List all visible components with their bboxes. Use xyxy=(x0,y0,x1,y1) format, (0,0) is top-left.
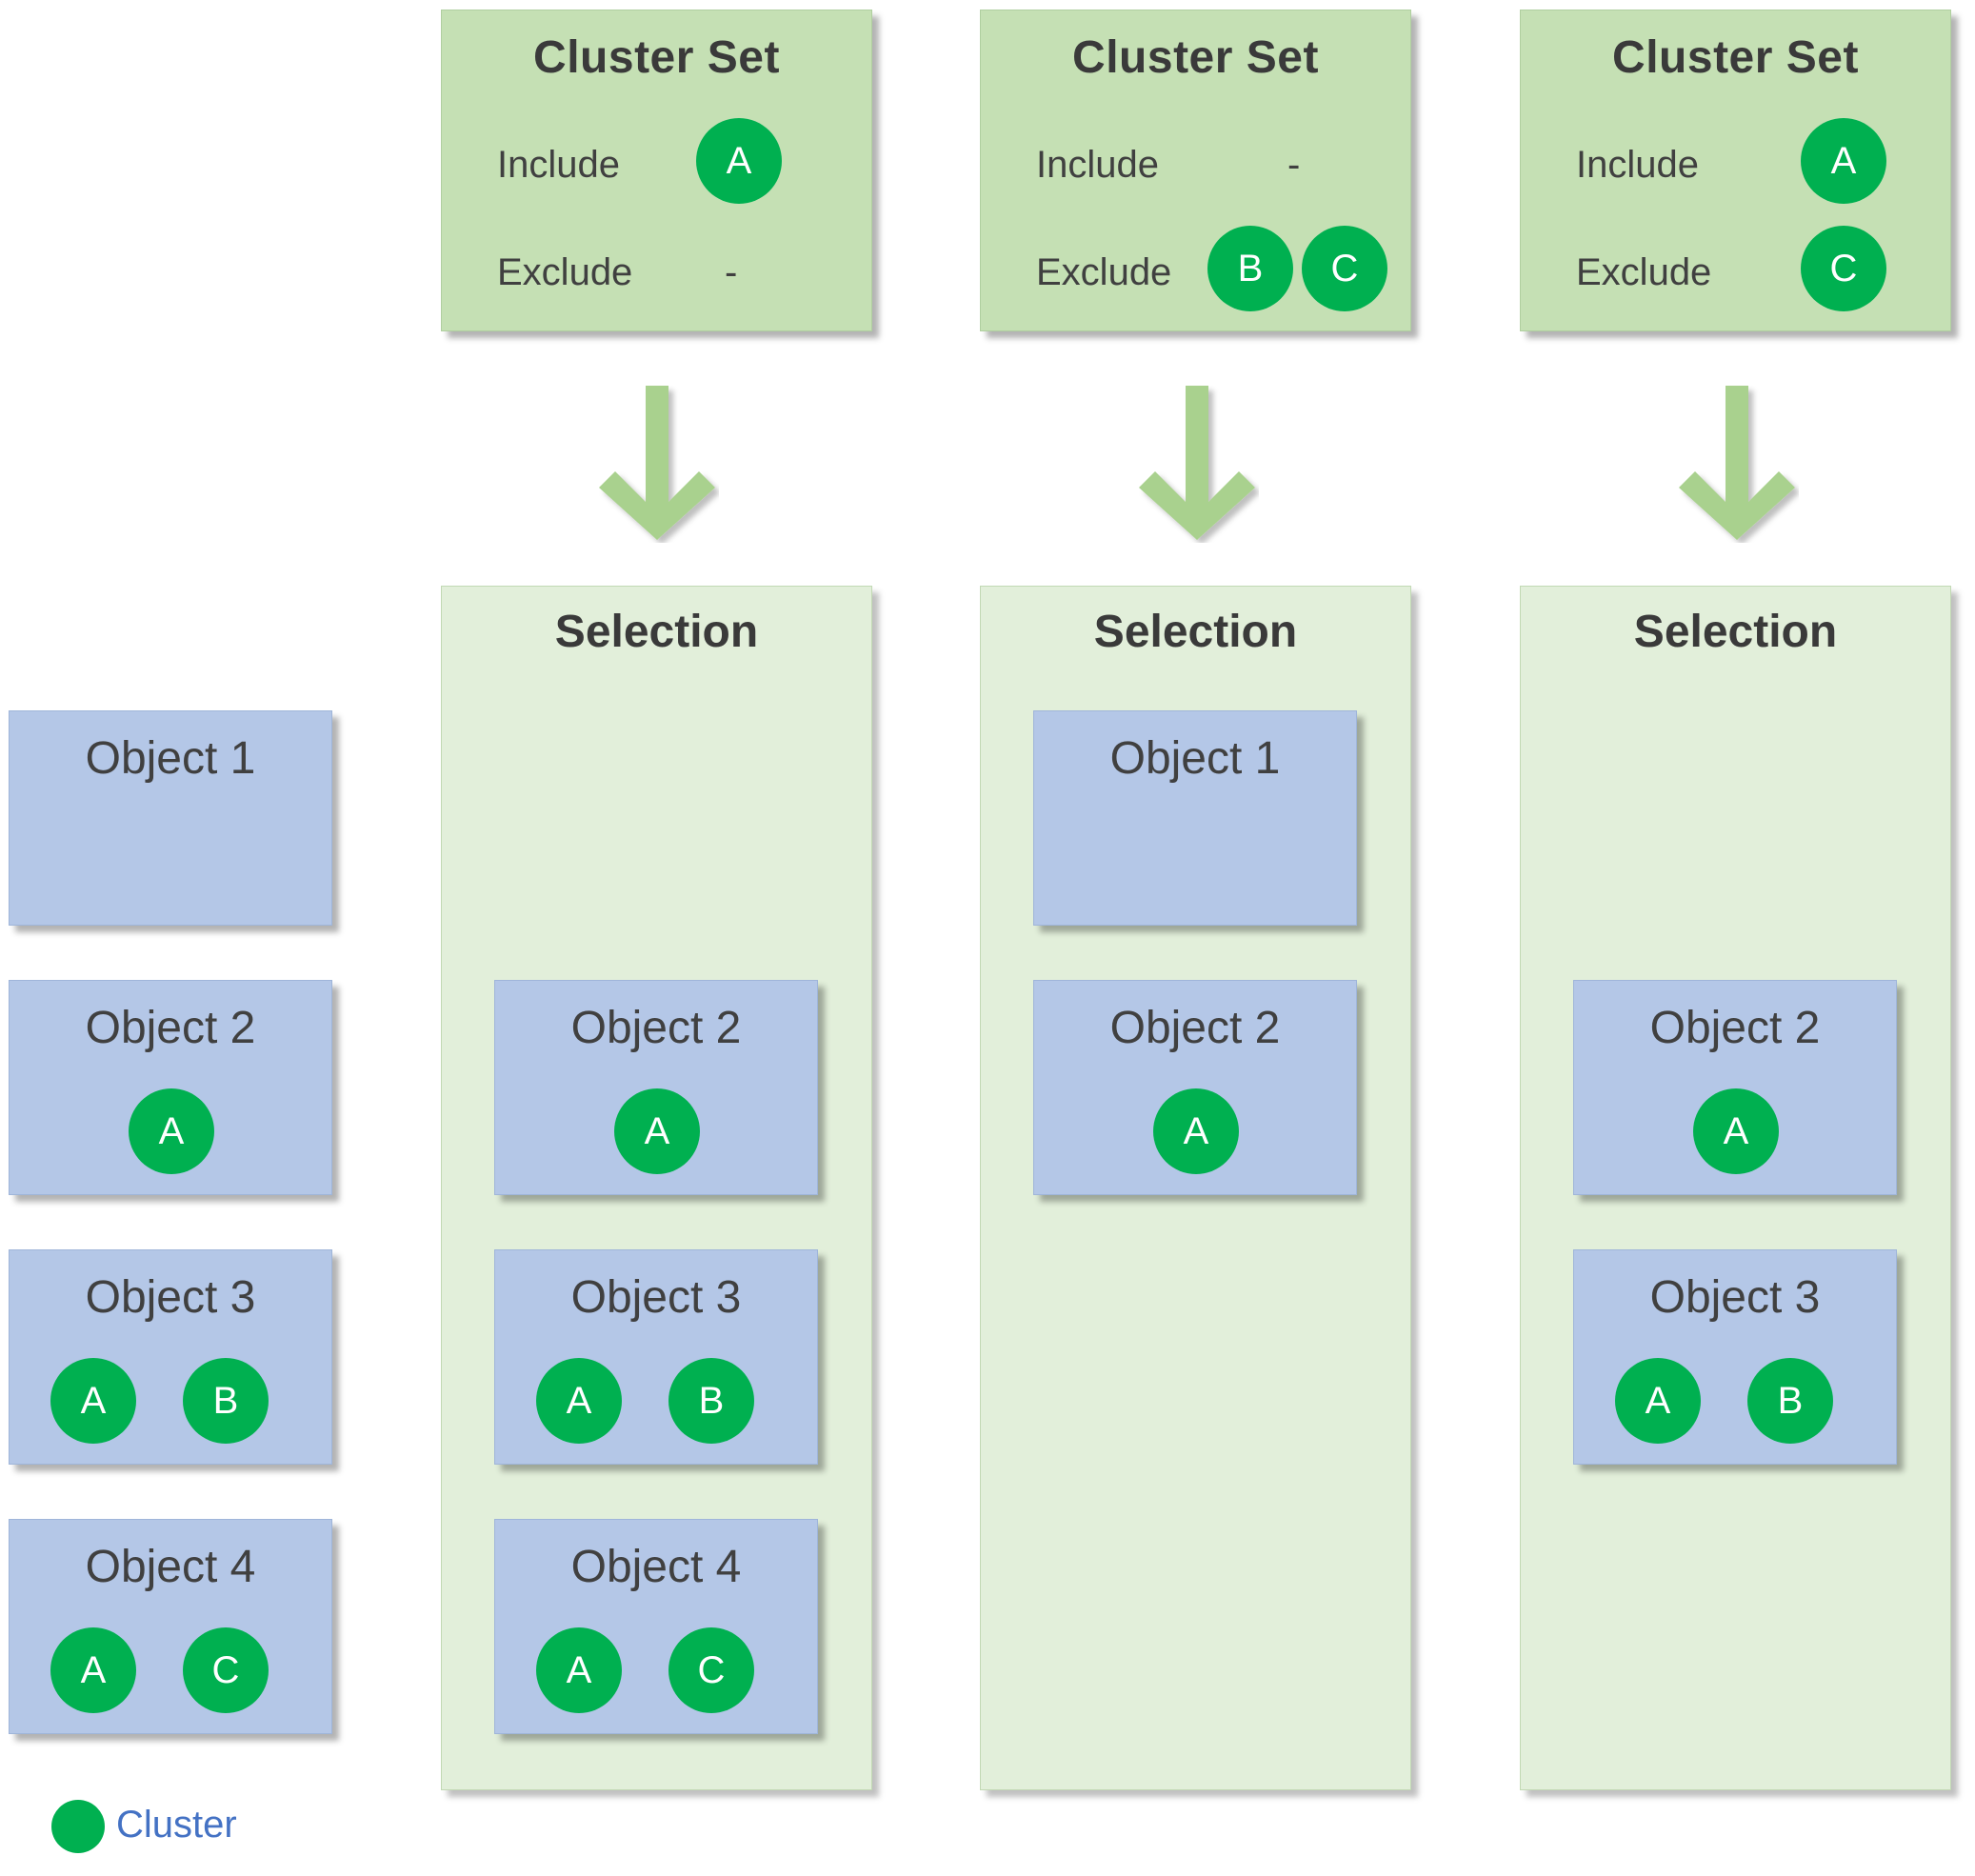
selection-title: Selection xyxy=(554,607,759,657)
include-empty-dash: - xyxy=(1287,144,1301,186)
object-card: Object 2 A xyxy=(9,980,332,1195)
object-title: Object 3 xyxy=(85,1272,256,1323)
down-arrow-icon xyxy=(1679,386,1795,540)
cluster-set-box-3: Cluster Set Include Exclude A C xyxy=(1520,10,1951,331)
cluster-badge-exclude: C xyxy=(1302,226,1387,311)
legend-label: Cluster xyxy=(116,1804,237,1846)
object-card: Object 3 A B xyxy=(494,1249,818,1465)
cluster-badge: B xyxy=(183,1358,269,1444)
include-label: Include xyxy=(1576,144,1699,186)
exclude-label: Exclude xyxy=(1576,251,1712,293)
object-title: Object 4 xyxy=(85,1542,256,1592)
object-title: Object 2 xyxy=(1649,1003,1821,1053)
cluster-set-title: Cluster Set xyxy=(1072,32,1319,83)
object-card: Object 4 A C xyxy=(494,1519,818,1734)
cluster-badge: A xyxy=(50,1358,136,1444)
object-card: Object 2 A xyxy=(494,980,818,1195)
cluster-badge: A xyxy=(129,1088,214,1174)
cluster-badge: B xyxy=(668,1358,754,1444)
cluster-badge: A xyxy=(536,1358,622,1444)
object-card: Object 4 A C xyxy=(9,1519,332,1734)
cluster-badge-exclude: B xyxy=(1207,226,1293,311)
cluster-set-title: Cluster Set xyxy=(1612,32,1859,83)
cluster-badge: C xyxy=(183,1627,269,1713)
cluster-badge: A xyxy=(1693,1088,1779,1174)
exclude-label: Exclude xyxy=(1036,251,1172,293)
cluster-legend-icon xyxy=(51,1800,105,1853)
object-card: Object 2 A xyxy=(1033,980,1357,1195)
down-arrow-icon xyxy=(1139,386,1255,540)
down-arrow-icon xyxy=(599,386,715,540)
cluster-set-box-1: Cluster Set Include Exclude A - xyxy=(441,10,872,331)
cluster-badge-exclude: C xyxy=(1801,226,1886,311)
object-card: Object 1 xyxy=(9,710,332,926)
selection-title: Selection xyxy=(1093,607,1298,657)
object-title: Object 4 xyxy=(570,1542,742,1592)
object-card: Object 2 A xyxy=(1573,980,1897,1195)
cluster-badge-include: A xyxy=(1801,118,1886,204)
cluster-badge-include: A xyxy=(696,118,782,204)
exclude-label: Exclude xyxy=(497,251,633,293)
object-card: Object 3 A B xyxy=(9,1249,332,1465)
include-label: Include xyxy=(1036,144,1159,186)
object-title: Object 3 xyxy=(1649,1272,1821,1323)
include-label: Include xyxy=(497,144,620,186)
cluster-badge: A xyxy=(614,1088,700,1174)
cluster-set-box-2: Cluster Set Include Exclude - B C xyxy=(980,10,1411,331)
cluster-badge: A xyxy=(1153,1088,1239,1174)
object-title: Object 1 xyxy=(85,733,256,784)
object-title: Object 2 xyxy=(570,1003,742,1053)
object-title: Object 2 xyxy=(85,1003,256,1053)
cluster-badge: C xyxy=(668,1627,754,1713)
exclude-empty-dash: - xyxy=(725,251,738,293)
selection-title: Selection xyxy=(1633,607,1838,657)
cluster-set-title: Cluster Set xyxy=(533,32,780,83)
object-title: Object 1 xyxy=(1109,733,1281,784)
cluster-badge: A xyxy=(50,1627,136,1713)
object-card: Object 3 A B xyxy=(1573,1249,1897,1465)
object-title: Object 3 xyxy=(570,1272,742,1323)
object-title: Object 2 xyxy=(1109,1003,1281,1053)
cluster-badge: A xyxy=(1615,1358,1701,1444)
cluster-badge: B xyxy=(1747,1358,1833,1444)
cluster-badge: A xyxy=(536,1627,622,1713)
object-card: Object 1 xyxy=(1033,710,1357,926)
